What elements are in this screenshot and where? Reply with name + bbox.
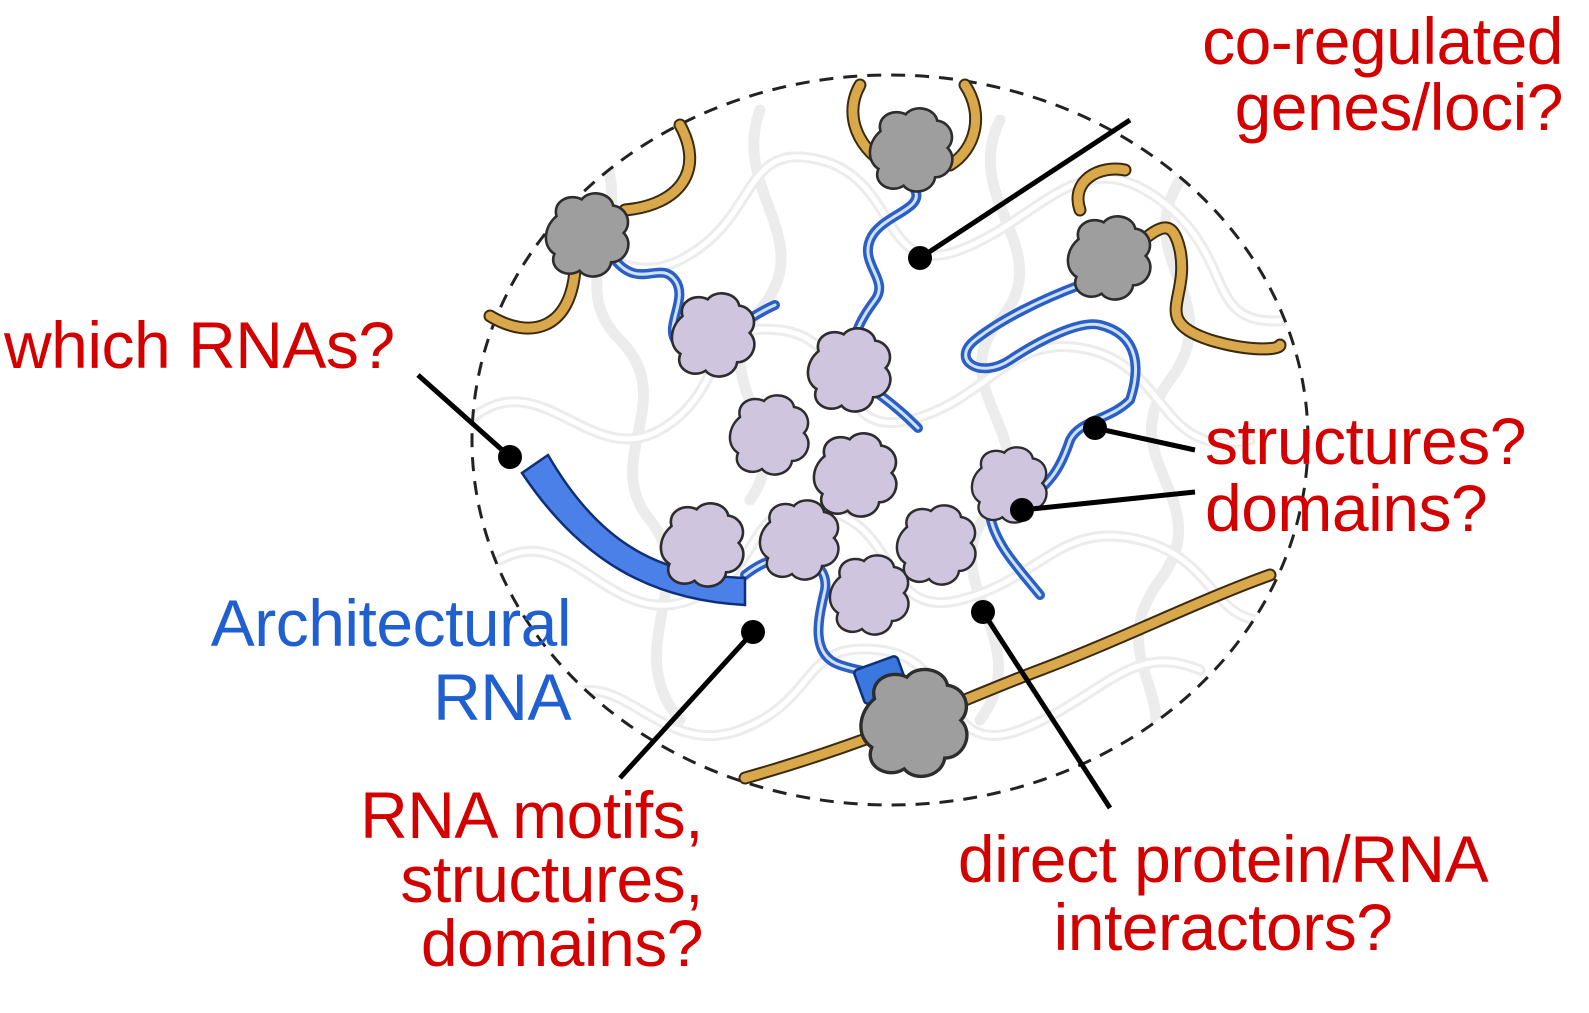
motifs-line-3: domains?	[420, 906, 704, 980]
interactors-label: direct protein/RNA interactors?	[918, 826, 1528, 960]
architectural-line-2: RNA	[433, 660, 571, 734]
interactors-line-2: interactors?	[1053, 890, 1393, 964]
structures-label: structures?	[1205, 404, 1526, 478]
coregulated-genes-label: co-regulated genes/loci?	[1202, 8, 1563, 140]
architectural-rna-label: Architectural RNA	[210, 586, 572, 734]
rna-motifs-label: RNA motifs, structures, domains?	[360, 782, 703, 976]
coregulated-line-2: genes/loci?	[1234, 70, 1564, 144]
coregulated-line-1: co-regulated	[1202, 4, 1563, 78]
architectural-rna-band	[520, 453, 747, 607]
which-rnas-label: which RNAs?	[4, 308, 395, 382]
architectural-line-1: Architectural	[210, 586, 572, 660]
leader-dots	[498, 246, 1107, 644]
motifs-line-1: RNA motifs,	[360, 778, 703, 852]
motifs-line-2: structures,	[400, 842, 703, 916]
interactors-line-1: direct protein/RNA	[957, 822, 1489, 896]
chromatin-fibers	[483, 78, 1287, 785]
leader-lines	[416, 117, 1196, 810]
compartment-boundary	[470, 73, 1310, 807]
domains-label: domains?	[1205, 471, 1488, 545]
